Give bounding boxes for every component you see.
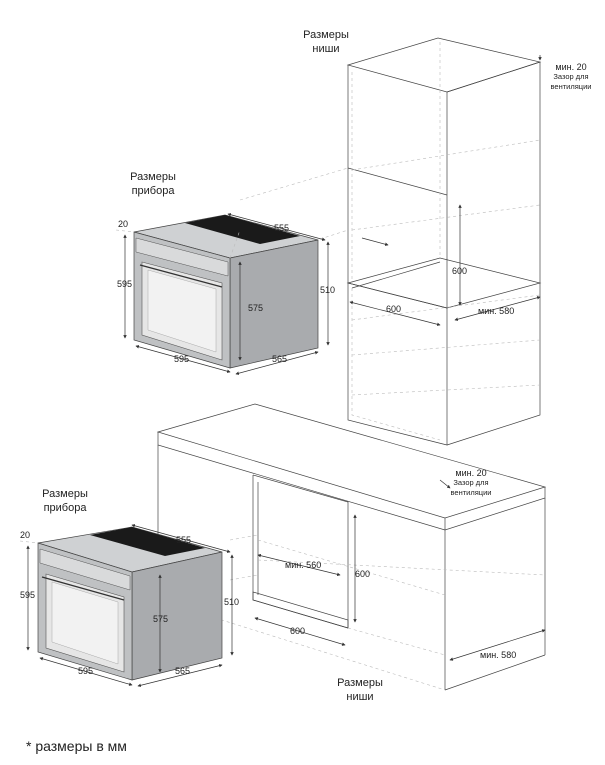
bottom-device-front-height: 595 [20, 590, 36, 600]
top-device-front-height: 595 [117, 279, 133, 289]
bottom-niche-height: 600 [355, 569, 371, 579]
bottom-niche-title-line1: Размеры [337, 677, 383, 689]
bottom-device-width: 595 [78, 666, 94, 676]
bottom-device-body-height: 510 [224, 597, 240, 607]
top-device-title: Размеры прибора [122, 170, 184, 198]
top-device-body-height: 510 [320, 285, 336, 295]
units-footnote: * размеры в мм [26, 738, 127, 754]
top-niche-width: 600 [386, 304, 402, 314]
bottom-gap-value: мин. 20 [455, 468, 487, 478]
top-gap-line2: вентиляции [550, 82, 592, 91]
bottom-gap-line1: Зазор для [453, 478, 489, 487]
top-device-depth-side: 565 [272, 354, 288, 364]
bottom-niche-width: 600 [290, 626, 306, 636]
bottom-oven [19, 524, 234, 687]
bottom-device-depth-top: 555 [176, 535, 192, 545]
top-gap-value: мин. 20 [555, 62, 587, 72]
bottom-gap-note: мин. 20 Зазор для вентиляции [440, 468, 502, 498]
top-device-title-line1: Размеры [130, 171, 176, 183]
top-gap-line1: Зазор для [553, 72, 589, 81]
bottom-niche-title: Размеры ниши [330, 676, 390, 704]
top-device-inner-height: 575 [248, 303, 264, 313]
top-niche-title: Размеры ниши [296, 28, 356, 56]
top-niche-height: 600 [452, 266, 468, 276]
bottom-gap-line2: вентиляции [450, 488, 492, 497]
bottom-device-title-line2: прибора [43, 502, 87, 514]
top-oven [115, 213, 330, 375]
top-device-top-gap: 20 [118, 219, 129, 229]
bottom-device-inner-height: 575 [153, 614, 169, 624]
top-niche-title-line1: Размеры [303, 29, 349, 41]
top-gap-note: мин. 20 Зазор для вентиляции [540, 62, 602, 92]
top-niche-title-line2: ниши [312, 43, 340, 55]
bottom-niche-title-line2: ниши [346, 691, 374, 703]
bottom-device-depth-side: 565 [175, 666, 191, 676]
top-device-width: 595 [174, 354, 190, 364]
top-device-title-line2: прибора [131, 185, 175, 197]
bottom-device-title-line1: Размеры [42, 488, 88, 500]
bottom-niche-depth: мин. 580 [480, 650, 517, 660]
bottom-device-top-gap: 20 [20, 530, 31, 540]
bottom-niche-inner-width: мин. 560 [285, 560, 322, 570]
bottom-device-title: Размеры прибора [34, 487, 96, 515]
top-device-depth-top: 555 [274, 223, 290, 233]
top-niche-depth: мин. 580 [478, 306, 515, 316]
